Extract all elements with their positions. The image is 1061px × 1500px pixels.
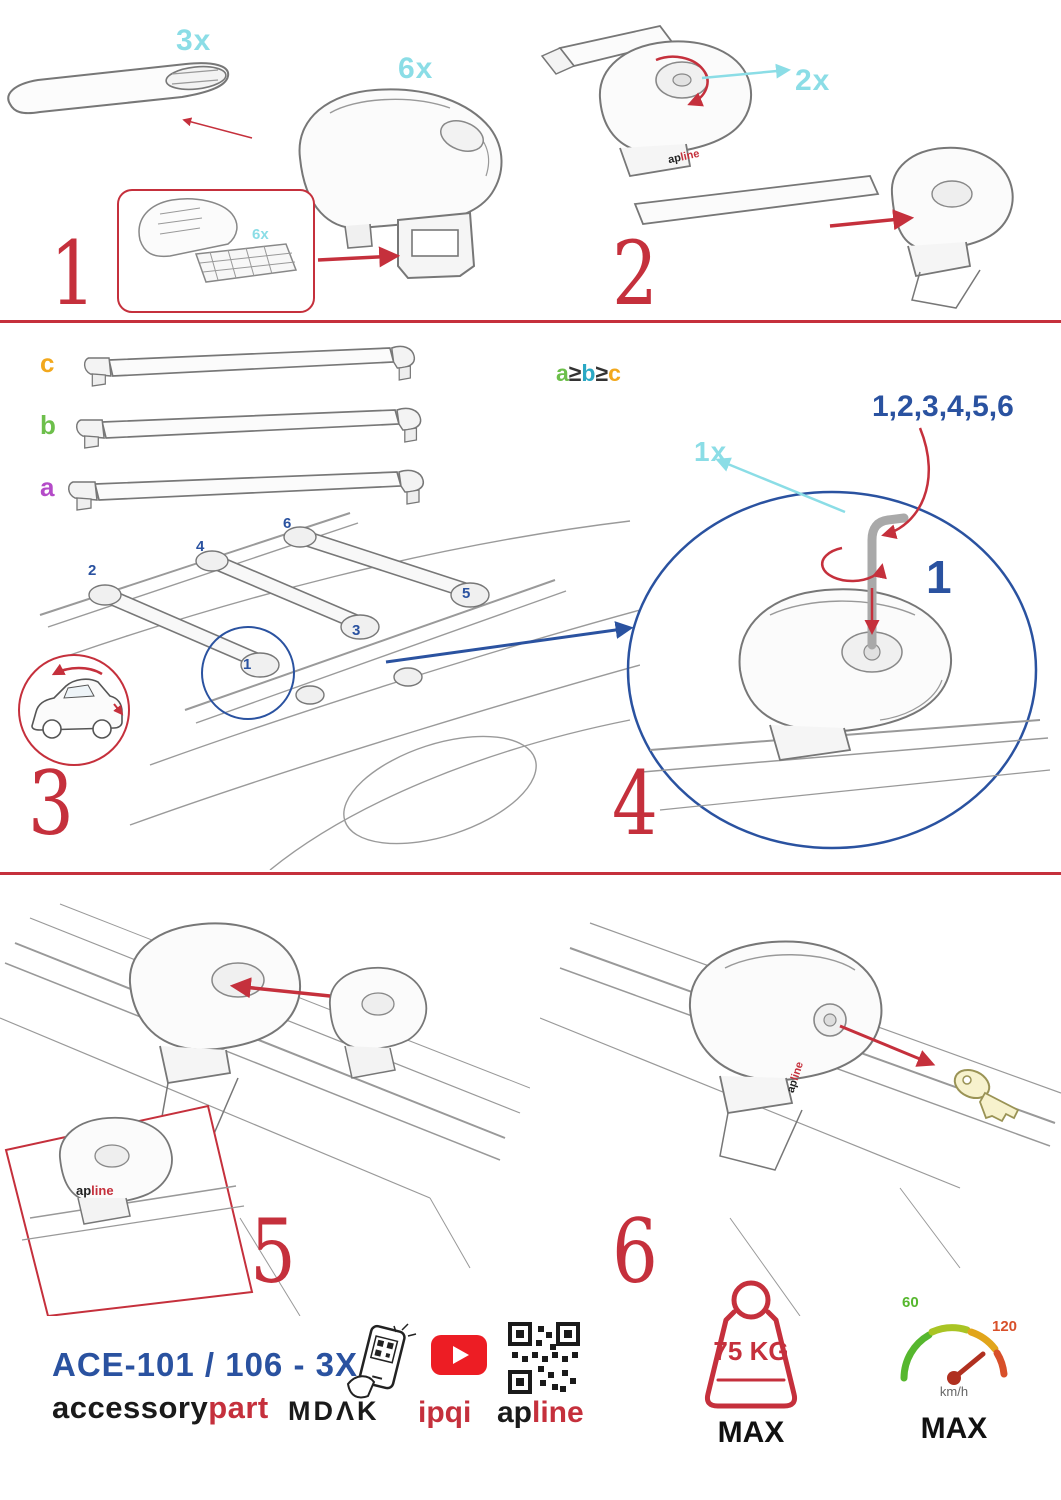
size-order-text: a≥b≥c xyxy=(556,360,621,387)
step5-inset-brand: apline xyxy=(76,1184,114,1197)
speed-high-label: 120 xyxy=(992,1318,1018,1335)
sequence-arrow xyxy=(881,427,930,540)
speed-min-label: 60 xyxy=(902,1294,919,1311)
order-ge2: ≥ xyxy=(595,360,609,386)
step4-tool-qty-label: 1x xyxy=(694,436,728,467)
zoom-ellipse xyxy=(626,490,1038,850)
spare-clamps xyxy=(295,667,423,705)
lock-inset xyxy=(4,1104,254,1316)
max-speed-label: MAX xyxy=(920,1412,988,1445)
brand-part: part xyxy=(208,1390,269,1425)
model-number: ACE-101 / 106 - 3X xyxy=(52,1346,358,1383)
size-label-a: a xyxy=(40,472,55,502)
insert-arrow xyxy=(229,977,331,999)
step4-number: 4 xyxy=(612,752,658,855)
step1-number: 1 xyxy=(50,222,96,325)
screw-qty-arrow xyxy=(701,63,791,80)
step6-illustration xyxy=(540,922,1061,1316)
crossbar-size-b xyxy=(75,407,422,449)
brand-accessorypart: accessorypart xyxy=(52,1390,269,1426)
bar-pointer-arrow xyxy=(182,117,253,139)
pad-inset xyxy=(117,189,315,313)
position-6: 6 xyxy=(283,515,292,532)
mounted-crossbar-front xyxy=(88,584,280,678)
allen-key xyxy=(867,513,909,650)
position-4: 4 xyxy=(196,538,205,555)
car-inset xyxy=(18,654,130,766)
bar-sizes-illustration xyxy=(67,345,425,511)
mounted-crossbar-rear xyxy=(283,526,490,608)
foot-detail xyxy=(738,588,953,762)
step6-number: 6 xyxy=(612,1200,658,1303)
inset-foot xyxy=(59,1116,173,1225)
section-divider-2 xyxy=(0,872,1061,875)
step5-number: 5 xyxy=(250,1200,296,1303)
order-b: b xyxy=(581,360,596,386)
tightening-sequence: 1,2,3,4,5,6 xyxy=(872,390,1014,423)
step5-illustration xyxy=(0,903,530,1316)
crossbar-tube xyxy=(7,62,230,115)
position-1: 1 xyxy=(243,656,252,673)
foot-with-lock xyxy=(688,940,883,1171)
brand-ap: ap xyxy=(76,1183,92,1198)
foot-with-screw xyxy=(540,24,752,178)
roof-mounting-illustration xyxy=(39,512,640,870)
step1-foot-qty-label: 6x xyxy=(398,52,434,85)
highlight-circle xyxy=(201,626,295,720)
tool-qty-arrow xyxy=(715,457,846,514)
step4-big-number: 1 xyxy=(926,551,952,603)
position-2: 2 xyxy=(88,562,97,579)
step3-number: 3 xyxy=(28,752,74,855)
section-divider-1 xyxy=(0,320,1061,323)
key-arrow xyxy=(839,1024,936,1067)
step1-illustration xyxy=(7,62,503,313)
order-ge1: ≥ xyxy=(568,360,582,386)
bar-into-foot xyxy=(633,146,1014,309)
order-c: c xyxy=(608,360,621,386)
max-weight-label: MAX xyxy=(717,1416,785,1449)
max-weight-icon xyxy=(705,1280,797,1409)
mounted-crossbar-middle xyxy=(195,550,380,640)
brand-ipqi: ipqi xyxy=(418,1396,472,1429)
size-label-b: b xyxy=(40,410,56,440)
pad-to-foot-arrow xyxy=(317,246,401,268)
brand-ap: ap xyxy=(497,1396,533,1429)
scan-phone-icon xyxy=(346,1323,417,1399)
car-side-view xyxy=(31,663,124,739)
blue-arrow xyxy=(385,621,634,664)
step1-pad-qty-label: 6x xyxy=(252,226,269,243)
step2-screw-qty-label: 2x xyxy=(795,64,831,97)
brand-apline: apline xyxy=(497,1396,584,1430)
step4-detail xyxy=(626,427,1051,850)
speedometer-icon xyxy=(900,1324,1008,1385)
roof-rail xyxy=(0,903,530,1316)
step2-illustration xyxy=(540,24,1014,309)
clamp-insert xyxy=(329,966,428,1079)
crossbar-size-c xyxy=(83,345,416,387)
detail-pointer xyxy=(385,621,634,664)
rotate-arrow xyxy=(820,546,887,583)
size-label-c: c xyxy=(40,348,55,378)
position-5: 5 xyxy=(462,585,471,602)
brand-line: line xyxy=(532,1396,584,1429)
brand-mdak: MDΛK xyxy=(288,1396,380,1426)
brand-line: line xyxy=(91,1183,114,1198)
foot-on-rail xyxy=(128,922,301,1144)
key xyxy=(953,1068,1020,1123)
step1-bar-qty-label: 3x xyxy=(176,24,212,57)
max-weight-value: 75 KG xyxy=(713,1336,789,1366)
order-a: a xyxy=(556,360,569,386)
clamp-foot xyxy=(298,88,503,280)
position-3: 3 xyxy=(352,622,361,639)
step2-number: 2 xyxy=(612,222,658,325)
speed-unit-label: km/h xyxy=(939,1384,969,1399)
brand-accessory: accessory xyxy=(52,1390,209,1425)
youtube-icon xyxy=(431,1335,487,1375)
qr-code xyxy=(506,1320,582,1396)
